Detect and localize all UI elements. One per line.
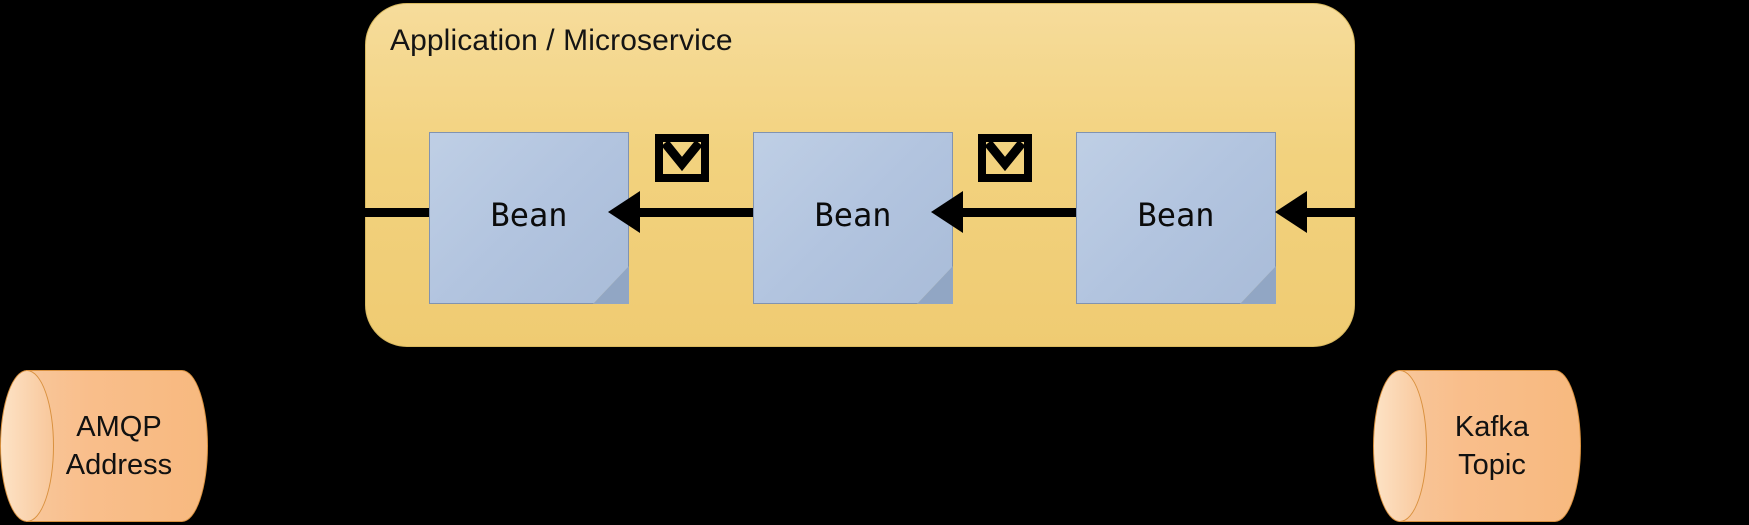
bean-box-2[interactable]: Bean <box>753 132 953 304</box>
arrow-bean2-to-bean1-line <box>640 208 753 217</box>
cylinder-body <box>26 370 208 522</box>
bean-label-2: Bean <box>814 196 892 234</box>
bean-box-1[interactable]: Bean <box>429 132 629 304</box>
kafka-topic-cylinder[interactable]: Kafka Topic <box>1373 370 1581 522</box>
cylinder-body <box>1399 370 1581 522</box>
arrow-bean3-to-bean2-line <box>963 208 1076 217</box>
bean-label-1: Bean <box>490 196 568 234</box>
cylinder-cap <box>1373 370 1427 522</box>
amqp-address-label: AMQP Address <box>30 370 208 522</box>
arrow-kafka-to-bean3-line <box>1307 208 1417 217</box>
arrow-bean3-to-bean2-head <box>931 191 963 233</box>
amqp-address-cylinder[interactable]: AMQP Address <box>0 370 208 522</box>
application-container: Application / Microservice Bean Bean Bea… <box>365 3 1355 347</box>
kafka-topic-label: Kafka Topic <box>1403 370 1581 522</box>
arrow-kafka-to-bean3-head <box>1275 191 1307 233</box>
bean-shape <box>753 132 953 304</box>
envelope-icon <box>655 134 709 188</box>
envelope-icon <box>978 134 1032 188</box>
bean-shape <box>1076 132 1276 304</box>
bean-shape <box>429 132 629 304</box>
arrow-out-to-amqp-line <box>365 208 429 217</box>
kafka-topic-label-line2: Topic <box>1458 449 1526 481</box>
bean-label-3: Bean <box>1137 196 1215 234</box>
kafka-topic-label-line1: Kafka <box>1454 410 1530 443</box>
cylinder-cap <box>0 370 54 522</box>
arrow-bean2-to-bean1-head <box>608 191 640 233</box>
bean-box-3[interactable]: Bean <box>1076 132 1276 304</box>
amqp-address-label-line1: AMQP <box>76 410 162 443</box>
application-container-title: Application / Microservice <box>390 24 733 57</box>
amqp-address-label-line2: Address <box>65 449 173 481</box>
